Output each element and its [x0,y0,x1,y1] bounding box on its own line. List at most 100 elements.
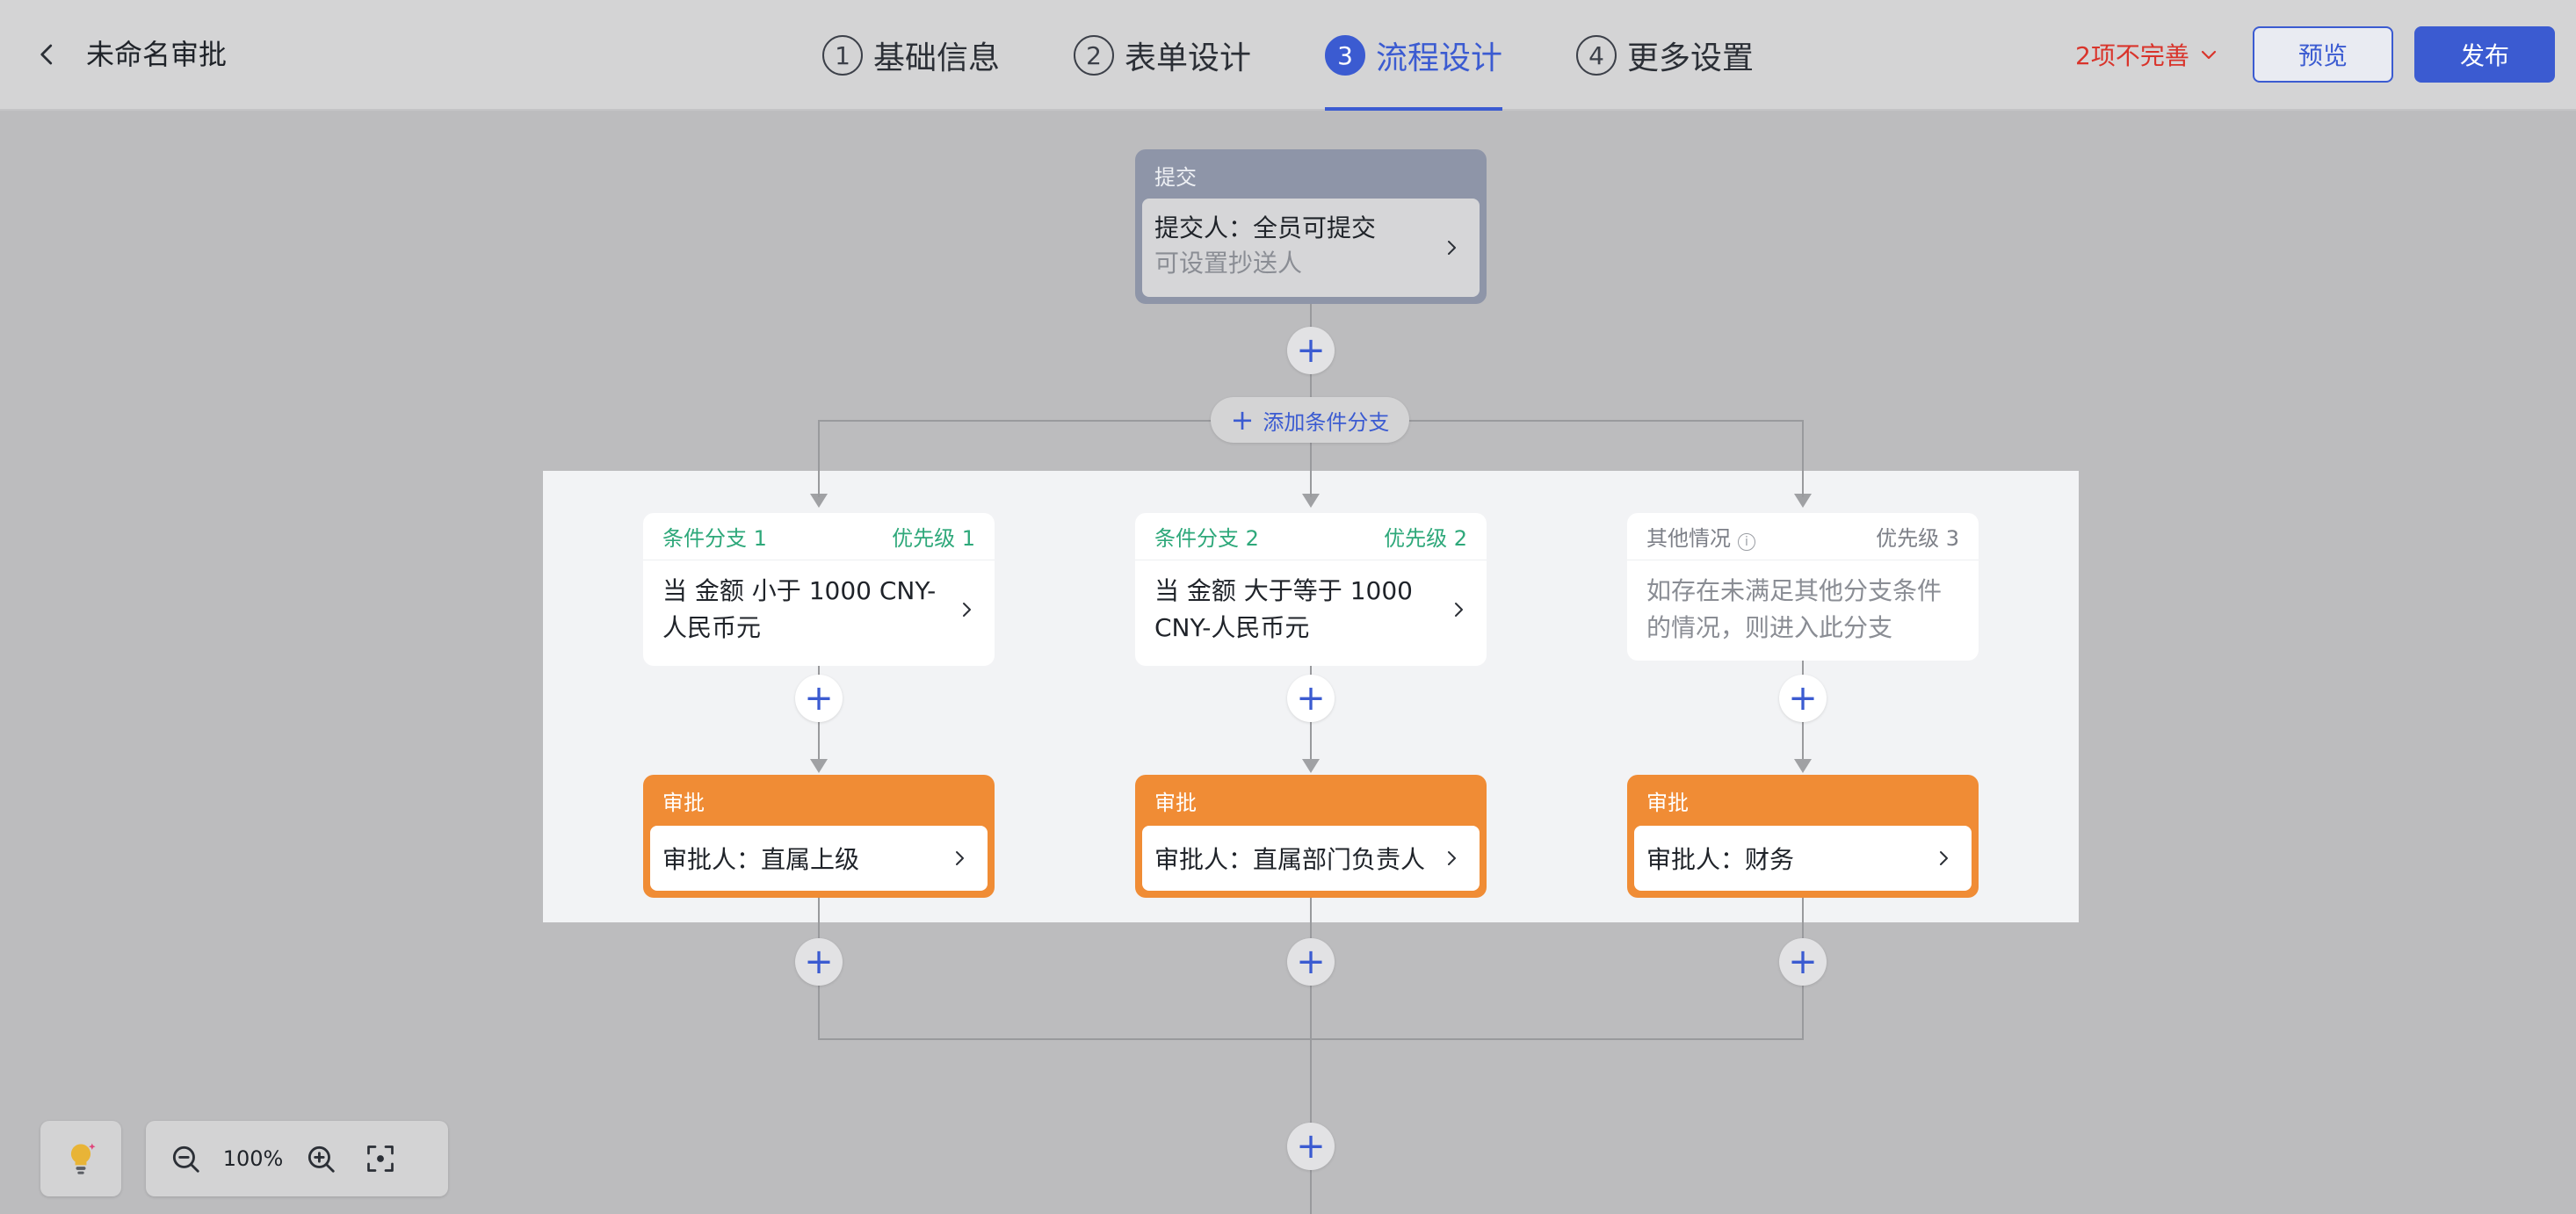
plus-icon: + [1230,403,1255,437]
tab-basic-info[interactable]: 1 基础信息 [822,0,1000,111]
add-node-button[interactable]: + [1287,675,1335,722]
tips-button[interactable] [40,1121,121,1196]
chevron-right-icon [1940,851,1948,865]
connector [1802,471,1804,497]
add-node-button[interactable]: + [1287,327,1335,374]
add-node-button[interactable]: + [795,675,843,722]
chevron-right-icon [1448,851,1456,865]
arrow-down [1794,759,1812,773]
step-label: 流程设计 [1376,40,1503,76]
approve-node-1[interactable]: 审批 审批人：直属上级 [643,775,995,898]
fit-screen-icon [367,1145,394,1172]
condition-body: 如存在未满足其他分支条件的情况，则进入此分支 [1627,560,1979,659]
condition-header: 条件分支 2 优先级 2 [1135,513,1487,560]
tab-form-design[interactable]: 2 表单设计 [1074,0,1251,111]
add-node-button[interactable]: + [1779,938,1827,986]
zoom-out-icon [172,1145,199,1173]
submitter-text: 提交人：全员可提交 [1154,213,1377,242]
approve-node-body: 审批人：直属上级 [650,826,988,891]
arrow-down [810,494,828,508]
info-icon[interactable]: i [1738,533,1755,551]
submit-node-body: 提交人：全员可提交 可设置抄送人 [1142,199,1480,297]
connector [1310,471,1312,497]
branch-name: 条件分支 2 [1154,526,1259,551]
chevron-left-icon [40,44,53,65]
approve-node-title: 审批 [1154,791,1197,815]
connector [1310,304,1312,471]
step-number: 3 [1325,35,1366,76]
approver-text: 审批人：财务 [1646,845,1795,874]
approve-node-2[interactable]: 审批 审批人：直属部门负责人 [1135,775,1487,898]
condition-text: 如存在未满足其他分支条件的情况，则进入此分支 [1646,576,1943,642]
step-tabs: 1 基础信息 2 表单设计 3 流程设计 4 更多设置 [822,0,1754,111]
condition-header: 其他情况 i 优先级 3 [1627,513,1979,560]
zoom-toolbar: 100% [146,1121,448,1196]
branch-priority: 优先级 3 [1876,526,1959,551]
zoom-out-button[interactable] [163,1137,207,1181]
step-label: 更多设置 [1627,40,1755,76]
zoom-in-icon [308,1145,335,1173]
condition-branch-1[interactable]: 条件分支 1 优先级 1 当 金额 小于 1000 CNY-人民币元 [643,513,995,666]
tab-more-settings[interactable]: 4 更多设置 [1576,0,1754,111]
add-condition-branch-button[interactable]: + 添加条件分支 [1211,397,1409,443]
step-label: 表单设计 [1125,40,1252,76]
approve-node-body: 审批人：财务 [1634,826,1972,891]
step-label: 基础信息 [873,40,1001,76]
chevron-right-icon [1455,603,1463,617]
tab-flow-design[interactable]: 3 流程设计 [1325,0,1503,111]
chevron-right-icon [1448,241,1456,255]
condition-body: 当 金额 大于等于 1000 CNY-人民币元 [1135,560,1487,659]
arrow-down [1794,494,1812,508]
fit-screen-button[interactable] [358,1137,402,1181]
condition-text: 当 金额 大于等于 1000 CNY-人民币元 [1154,576,1413,642]
branch-name-wrap: 其他情况 i [1646,521,1755,552]
connector [1310,898,1312,1214]
incomplete-warning[interactable]: 2项不完善 [2075,35,2219,74]
zoom-in-button[interactable] [299,1137,343,1181]
back-button[interactable] [25,32,70,77]
submit-node[interactable]: 提交 提交人：全员可提交 可设置抄送人 [1135,149,1487,304]
zoom-level: 100% [222,1146,284,1171]
approve-node-title: 审批 [1646,791,1689,815]
add-node-button[interactable]: + [795,938,843,986]
connector [818,420,820,471]
step-number: 1 [822,35,863,76]
page-title: 未命名审批 [86,38,228,71]
add-node-button[interactable]: + [1287,938,1335,986]
condition-body: 当 金额 小于 1000 CNY-人民币元 [643,560,995,659]
branch-name: 条件分支 1 [662,526,767,551]
add-node-button[interactable]: + [1287,1123,1335,1170]
lightbulb-icon [70,1143,96,1174]
approver-text: 审批人：直属上级 [662,845,860,874]
connector [818,471,820,497]
publish-button[interactable]: 发布 [2414,26,2555,83]
add-branch-label: 添加条件分支 [1263,409,1390,435]
condition-branch-2[interactable]: 条件分支 2 优先级 2 当 金额 大于等于 1000 CNY-人民币元 [1135,513,1487,666]
branch-name: 其他情况 [1646,526,1731,551]
branch-priority: 优先级 2 [1384,526,1467,551]
add-node-button[interactable]: + [1779,675,1827,722]
condition-text: 当 金额 小于 1000 CNY-人民币元 [662,576,937,642]
approver-text: 审批人：直属部门负责人 [1154,845,1426,874]
cc-hint: 可设置抄送人 [1154,249,1303,278]
step-number: 4 [1576,35,1617,76]
chevron-right-icon [956,851,964,865]
arrow-down [810,759,828,773]
arrow-down [1302,759,1320,773]
chevron-right-icon [963,603,971,617]
top-bar: 未命名审批 1 基础信息 2 表单设计 3 流程设计 4 更多设置 2项不完善 … [0,0,2576,111]
approve-node-title: 审批 [662,791,705,815]
condition-header: 条件分支 1 优先级 1 [643,513,995,560]
connector [1802,420,1804,471]
condition-branch-other[interactable]: 其他情况 i 优先级 3 如存在未满足其他分支条件的情况，则进入此分支 [1627,513,1979,661]
chevron-down-icon [2201,50,2216,60]
approve-node-body: 审批人：直属部门负责人 [1142,826,1480,891]
arrow-down [1302,494,1320,508]
warning-text: 2项不完善 [2075,41,2189,70]
connector [818,1038,1804,1040]
preview-button[interactable]: 预览 [2253,26,2393,83]
approve-node-3[interactable]: 审批 审批人：财务 [1627,775,1979,898]
step-number: 2 [1074,35,1115,76]
branch-priority: 优先级 1 [892,526,975,551]
submit-node-title: 提交 [1154,165,1197,190]
